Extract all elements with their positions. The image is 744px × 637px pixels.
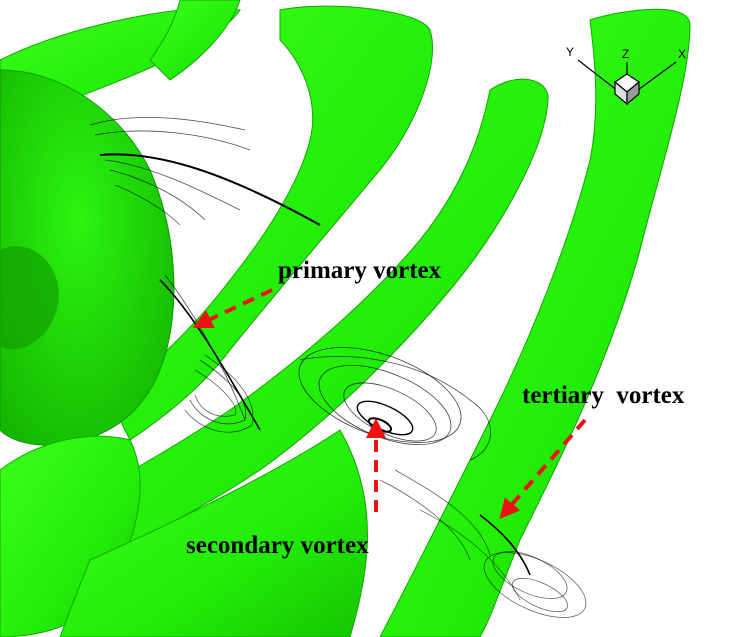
tertiary-vortex-label: tertiary vortex xyxy=(522,383,684,408)
axis-y-label: Y xyxy=(566,45,574,59)
axis-x-label: X xyxy=(678,47,686,61)
secondary-vortex-label: secondary vortex xyxy=(186,533,369,558)
primary-vortex-label: primary vortex xyxy=(278,258,441,283)
streamline-secondary-4 xyxy=(353,394,418,441)
axis-z-label: Z xyxy=(622,47,629,61)
